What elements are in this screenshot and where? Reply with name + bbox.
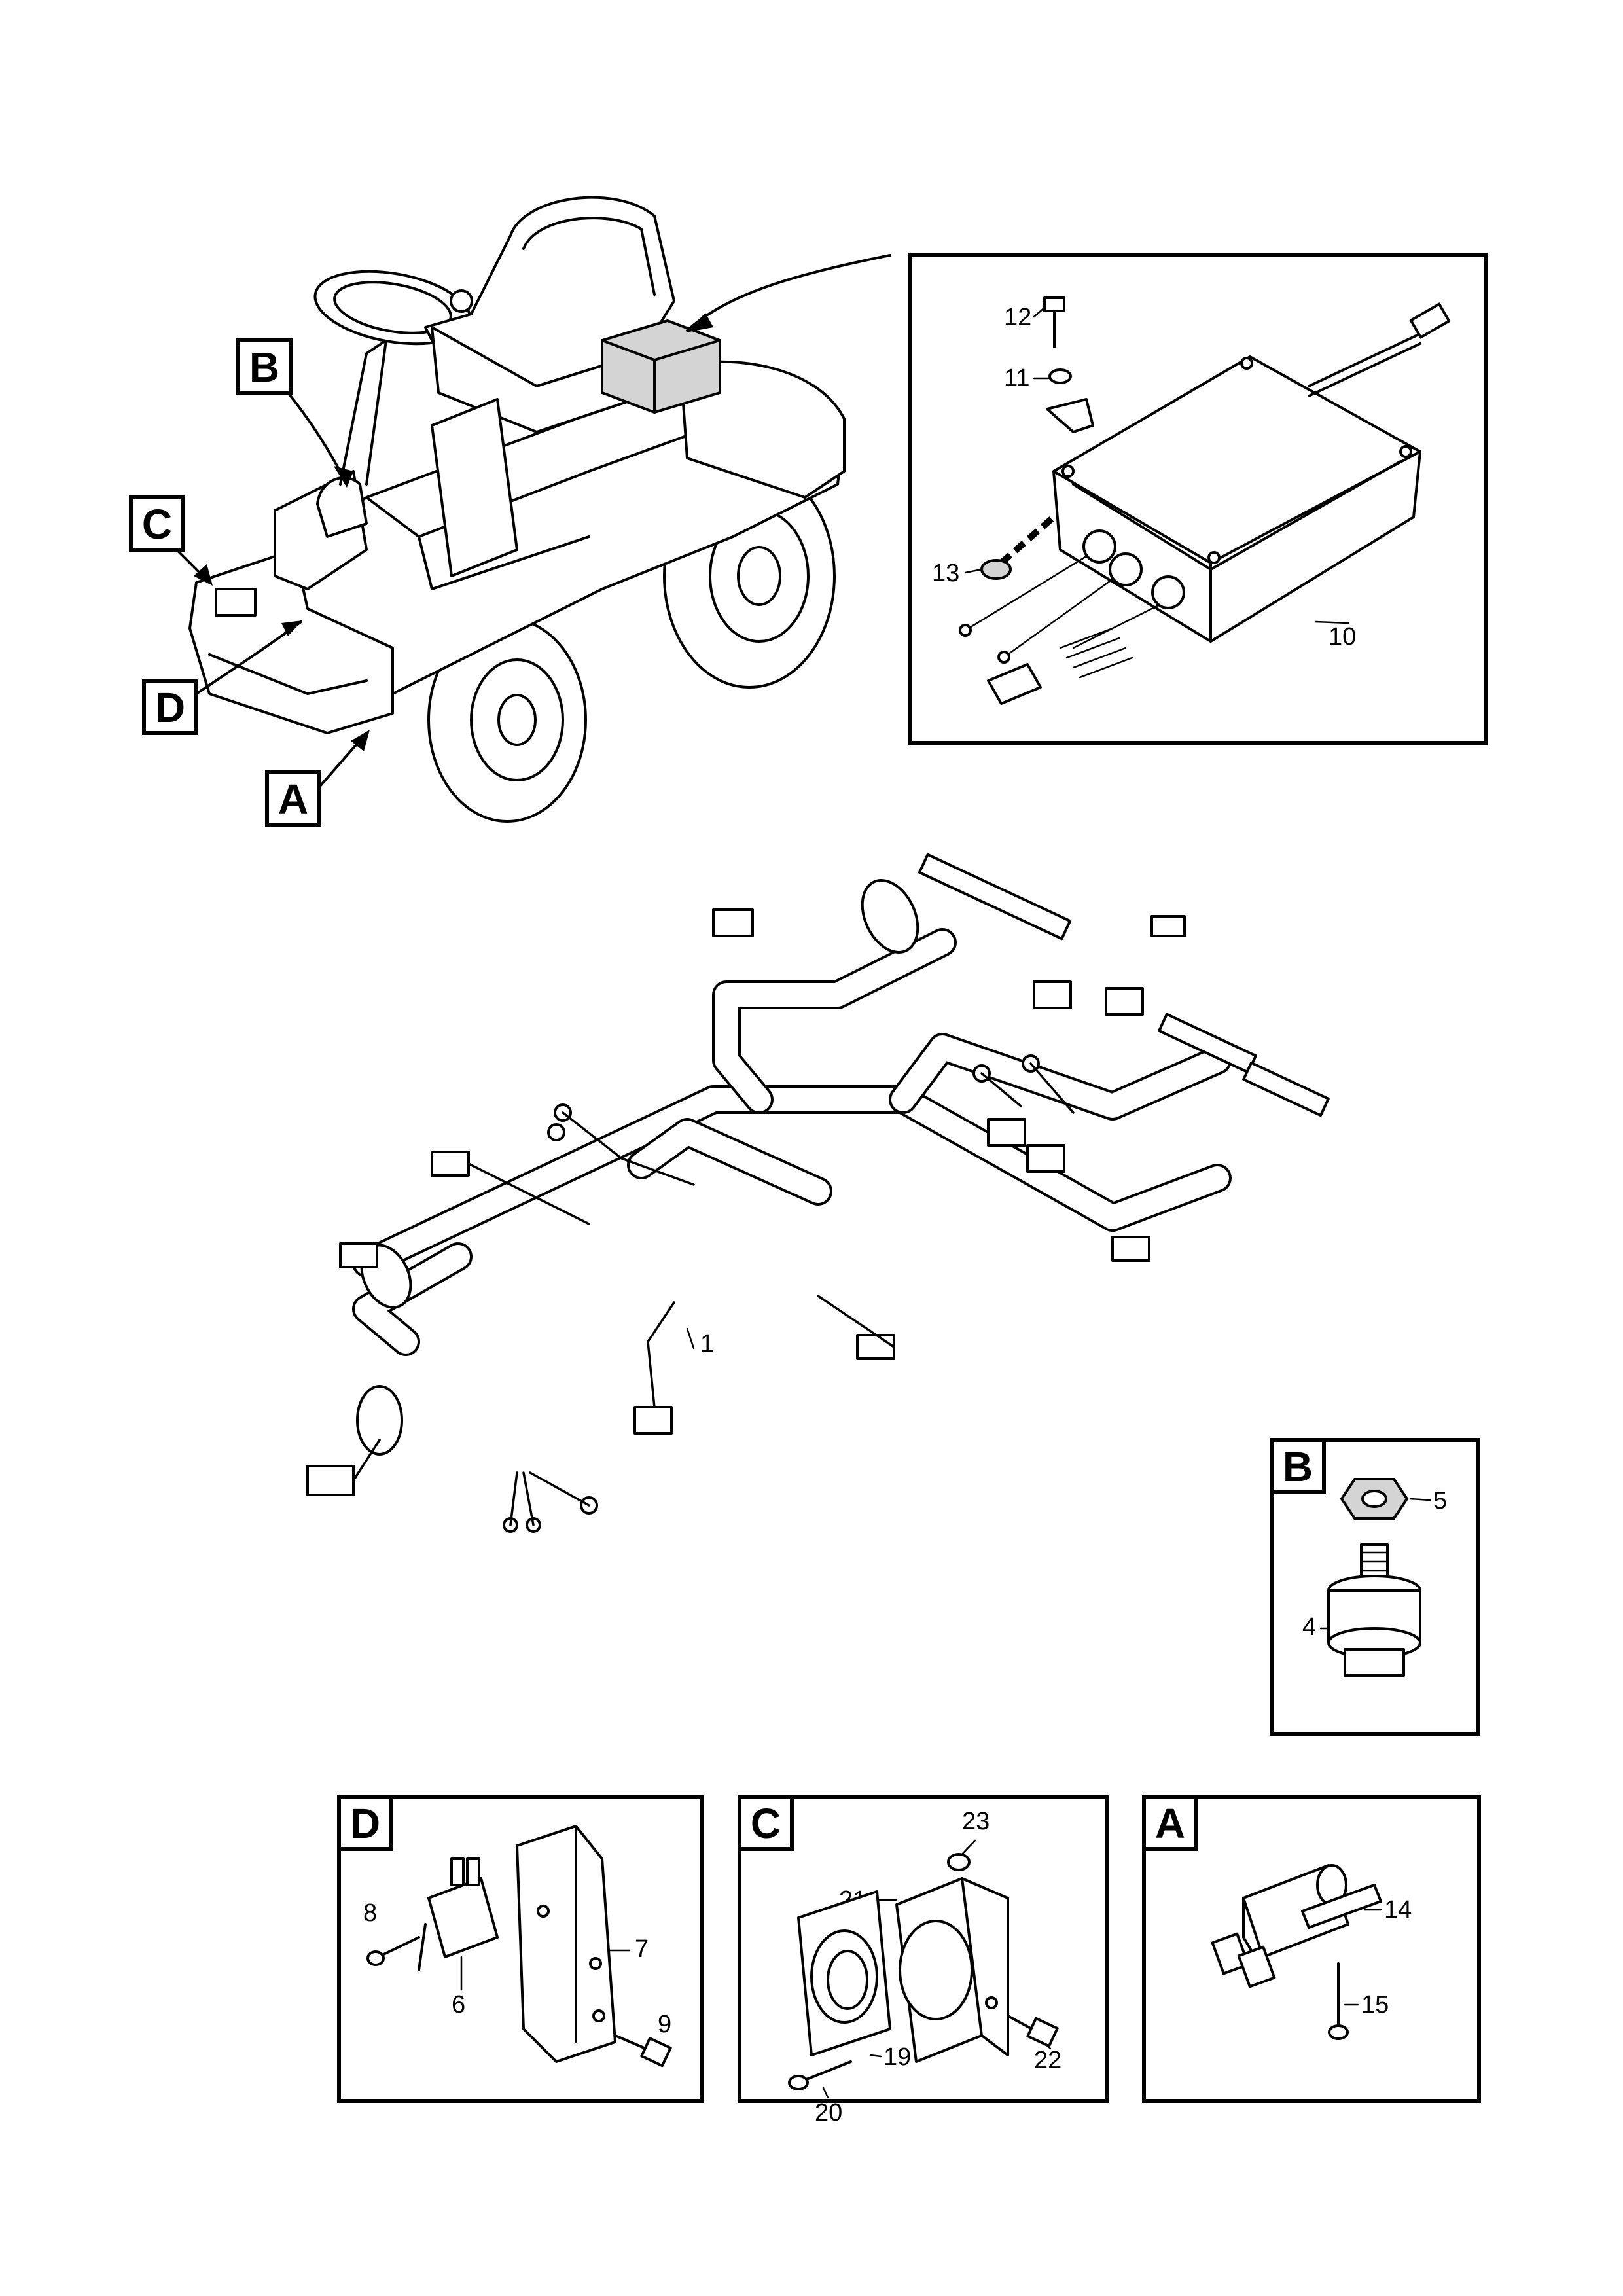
wiring-harness: 1 [306,853,1330,1533]
svg-text:A: A [278,776,308,823]
svg-text:8: 8 [363,1899,377,1927]
svg-text:C: C [751,1800,781,1847]
svg-text:20: 20 [815,2099,842,2126]
callout-C: C [129,495,213,586]
svg-text:D: D [155,684,185,731]
svg-text:9: 9 [658,2011,671,2038]
callout-A: A [265,730,370,827]
svg-text:23: 23 [962,1808,990,1835]
svg-text:B: B [1283,1443,1313,1490]
detail-B: B 5 4 [1270,1438,1480,1736]
svg-text:5: 5 [1433,1487,1447,1515]
svg-text:11: 11 [1004,365,1029,392]
detail-D: D 7 6 8 9 [337,1795,704,2103]
callout-D: D [142,620,302,735]
svg-text:15: 15 [1361,1991,1389,2018]
svg-text:10: 10 [1329,623,1356,651]
control-box-location [601,319,721,414]
control-box-inset: 12 11 13 10 [908,253,1488,745]
svg-text:6: 6 [452,1991,465,2018]
svg-text:13: 13 [932,560,959,587]
svg-text:B: B [249,344,279,391]
mower-illustration [188,196,846,823]
detail-C: C 21 23 19 20 22 [738,1795,1109,2126]
svg-text:A: A [1155,1800,1185,1847]
leader-to-control-box [686,254,891,332]
svg-text:19: 19 [883,2043,911,2071]
svg-text:4: 4 [1302,1613,1316,1641]
callout-B: B [236,338,353,488]
svg-text:12: 12 [1004,304,1031,331]
svg-text:22: 22 [1034,2047,1061,2074]
svg-text:1: 1 [700,1330,714,1357]
leader-arrowhead [686,313,713,332]
detail-A: A 14 15 [1142,1795,1481,2103]
svg-text:7: 7 [635,1935,649,1963]
svg-text:C: C [142,501,172,548]
svg-text:14: 14 [1384,1896,1412,1924]
svg-text:D: D [350,1800,380,1847]
